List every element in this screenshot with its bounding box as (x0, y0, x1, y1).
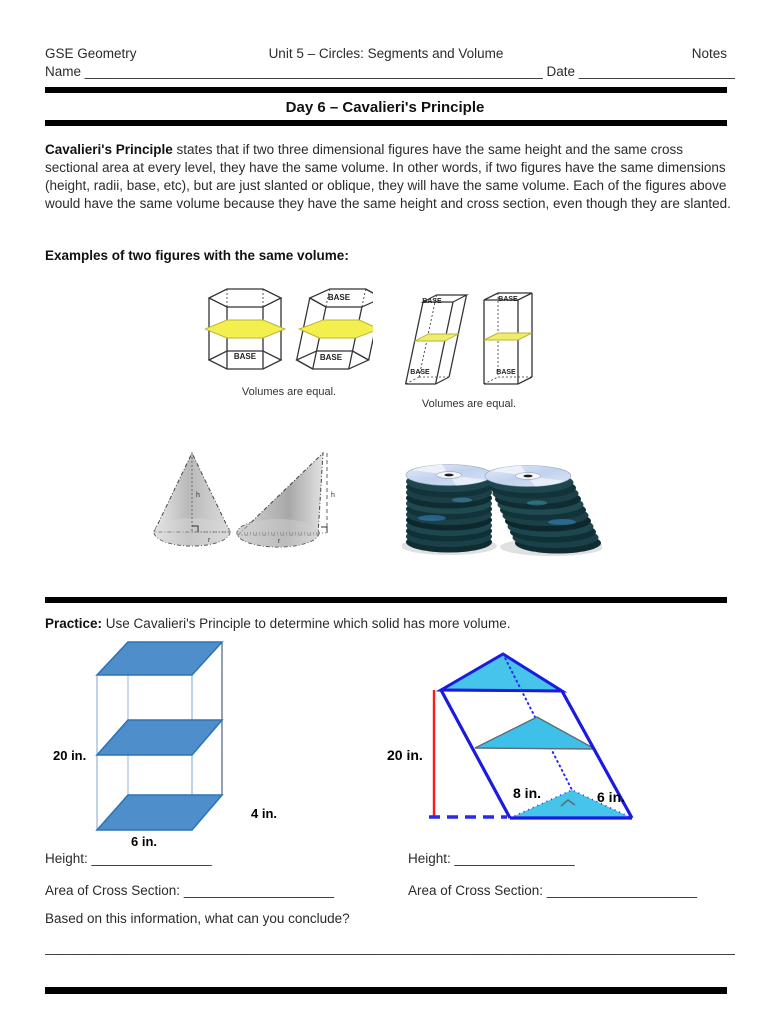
area-label: Area of Cross Section: (408, 883, 544, 898)
upright-hex-prism (207, 288, 283, 370)
area-blank-line: ____________________ (546, 883, 697, 898)
date-label: Date (546, 64, 576, 79)
yellow-cross-section-rect-oblique (412, 333, 461, 342)
area-row-right: Area of Cross Section: _________________… (408, 883, 697, 898)
conclude-question: Based on this information, what can you … (45, 911, 350, 926)
cone-height-label: h (196, 492, 200, 499)
intro-body-text: states that if two three dimensional fig… (45, 142, 731, 211)
right-angle-mark (560, 798, 576, 807)
divider-rule-bottom (45, 987, 727, 994)
prism-height-dimension: 20 in. (53, 748, 86, 763)
oblique-side-dimension: 6 in. (597, 789, 625, 805)
course-name: GSE Geometry (45, 46, 137, 61)
slanted-cd-stack (484, 465, 601, 554)
name-date-row: Name ___________________________________… (45, 64, 735, 79)
cone-radius-label: r (278, 538, 281, 545)
prism-width-dimension: 6 in. (131, 834, 157, 849)
area-label: Area of Cross Section: (45, 883, 181, 898)
upright-rect-prism (483, 292, 533, 385)
prism-wireframe (95, 641, 224, 831)
rectangular-prisms-figure: BASE BASE BASE BASE (404, 292, 533, 385)
height-blank-line: ________________ (91, 851, 212, 866)
straight-cd-stack (405, 464, 493, 553)
area-row-left: Area of Cross Section: _________________… (45, 883, 334, 898)
cone-height-label: h (331, 492, 335, 499)
rect-figure-caption: Volumes are equal. (421, 398, 517, 410)
oblique-base-dimension: 8 in. (513, 785, 541, 801)
height-label: Height: (408, 851, 451, 866)
area-blank-line: ____________________ (183, 883, 334, 898)
right-rectangular-prism-figure: 20 in. 4 in. 6 in. (53, 641, 277, 849)
base-label: BASE (422, 298, 442, 305)
intro-paragraph: Cavalieri's Principle states that if two… (45, 141, 737, 213)
height-row-right: Height: ________________ (408, 851, 575, 866)
name-blank-line: ________________________________________… (84, 64, 543, 79)
doc-type-label: Notes (691, 46, 727, 61)
cones-figure: h r h r (153, 451, 335, 548)
base-label: BASE (498, 296, 518, 303)
base-label: BASE (234, 352, 257, 361)
yellow-cross-section-hex-upright (205, 319, 287, 339)
divider-rule-practice (45, 597, 727, 603)
oblique-triangular-prism-figure: 20 in. 8 in. 6 in. (387, 652, 634, 820)
practice-lead-bold: Practice: (45, 616, 103, 631)
divider-rule-under-title (45, 120, 727, 126)
prism-middle-cross-section (95, 719, 224, 756)
name-label: Name (45, 64, 82, 79)
cd-top-disc (484, 465, 572, 487)
height-label: Height: (45, 851, 88, 866)
base-label: BASE (320, 353, 343, 362)
right-cone: h r (153, 451, 231, 547)
height-row-left: Height: ________________ (45, 851, 212, 866)
practice-prompt: Practice: Use Cavalieri's Principle to d… (45, 616, 511, 631)
height-blank-line: ________________ (454, 851, 575, 866)
oblique-cone: h r (236, 451, 335, 548)
divider-rule-top (45, 87, 727, 93)
oblique-hex-prism (295, 288, 373, 370)
hexagonal-prisms-figure: BASE BASE BASE (205, 288, 373, 370)
middle-triangle-cross-section (474, 716, 596, 750)
unit-title: Unit 5 – Circles: Segments and Volume (268, 46, 504, 61)
oblique-prism-shape (429, 652, 634, 820)
hex-figure-caption: Volumes are equal. (241, 386, 337, 398)
page-title: Day 6 – Cavalieri's Principle (285, 99, 485, 116)
cd-stacks-figure (402, 464, 602, 556)
oblique-rect-prism (404, 294, 470, 385)
examples-heading: Examples of two figures with the same vo… (45, 248, 349, 263)
prism-bottom-face (95, 794, 224, 831)
prism-depth-dimension: 4 in. (251, 806, 277, 821)
intro-lead-bold: Cavalieri's Principle (45, 142, 173, 157)
oblique-height-dimension: 20 in. (387, 747, 423, 763)
cone-radius-label: r (208, 537, 211, 544)
yellow-cross-section-hex-oblique (297, 319, 373, 339)
date-blank-line: __________________________ (578, 64, 735, 79)
top-triangle-cross-section (435, 652, 568, 693)
base-label: BASE (496, 369, 516, 376)
prism-top-face (95, 641, 224, 676)
base-label: BASE (328, 293, 351, 302)
practice-body-text: Use Cavalieri's Principle to determine w… (102, 616, 511, 631)
cd-top-disc (405, 464, 493, 486)
yellow-cross-section-rect-upright (483, 332, 533, 341)
answer-blank-line: ________________________________________… (45, 940, 735, 955)
base-label: BASE (410, 369, 430, 376)
